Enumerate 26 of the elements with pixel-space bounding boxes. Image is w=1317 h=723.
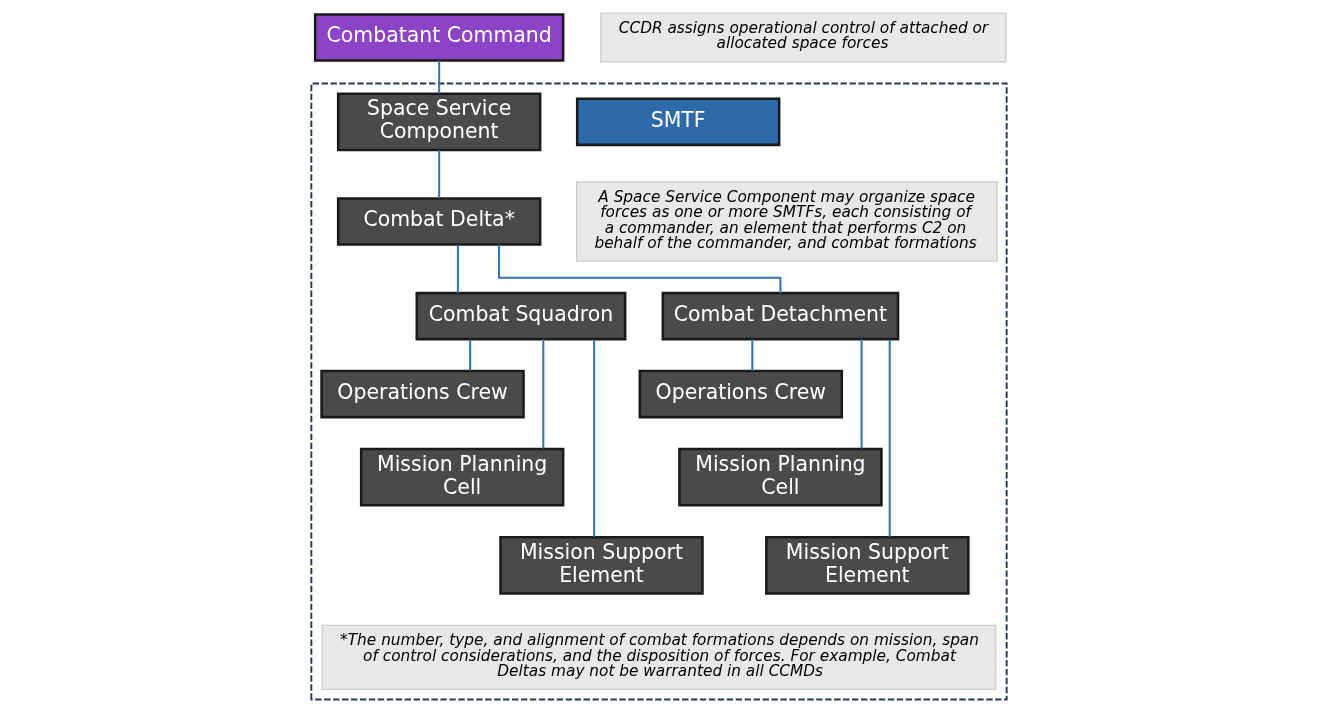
connector: [888, 339, 891, 537]
connector: [468, 339, 471, 371]
node-box: Operations Crew: [638, 369, 843, 419]
node-box: Mission Planning Cell: [677, 447, 883, 507]
node-box: Mission Planning Cell: [359, 447, 564, 507]
node-box: Mission Support Element: [764, 535, 970, 595]
node-box: Combat Delta*: [336, 197, 541, 246]
node-box: CCDR assigns operational control of attached or allocated space forces: [599, 12, 1007, 63]
connector: [497, 244, 781, 293]
connector: [860, 339, 863, 449]
node-box: *The number, type, and alignment of combat formations depends on mission, span of control considerations, and the disposition of forces. For example, Combat Deltas may not be warranted in all CCMDs: [321, 624, 996, 690]
connector: [541, 339, 544, 449]
connector: [456, 244, 459, 293]
connector: [437, 60, 440, 94]
node-box: Operations Crew: [319, 369, 525, 419]
connector: [592, 339, 595, 537]
node-box: Space Service Component: [336, 92, 541, 152]
connector: [750, 339, 753, 371]
node-box: A Space Service Component may organize space forces as one or more SMTFs, each consisting of a commander, an element that performs C2 on behalf of the commander, and combat formations: [575, 181, 998, 262]
node-box: Combat Detachment: [661, 291, 899, 341]
node-box: SMTF: [575, 97, 780, 147]
node-box: Combatant Command: [313, 13, 564, 62]
connector: [437, 150, 440, 199]
node-box: Mission Support Element: [498, 535, 704, 595]
cluster: [309, 82, 1008, 701]
node-box: Combat Squadron: [415, 291, 626, 341]
